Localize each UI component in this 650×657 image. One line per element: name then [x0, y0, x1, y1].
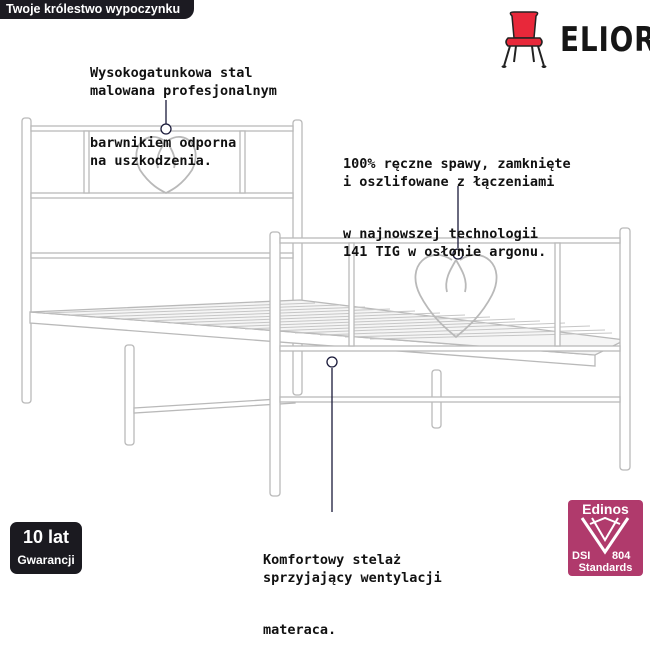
red-chair-icon — [501, 11, 547, 68]
header-tab: Twoje królestwo wypoczynku — [0, 0, 195, 19]
warranty-badge: 10 lat Gwarancji — [10, 522, 82, 574]
bed-illustration — [21, 100, 631, 512]
certificate-title: Edinos — [582, 501, 629, 517]
certificate-emblem-icon — [580, 516, 630, 555]
certificate-left-text: DSI — [572, 550, 591, 562]
warranty-label: Gwarancji — [17, 553, 75, 567]
certificate-code: 804 — [612, 550, 631, 562]
warranty-years: 10 lat — [22, 527, 70, 547]
brand-name: ELIOR — [560, 20, 650, 60]
certificate-bottom-text: Standards — [578, 562, 633, 574]
certificate-badge: Edinos DSI 804 Standards — [568, 500, 643, 576]
